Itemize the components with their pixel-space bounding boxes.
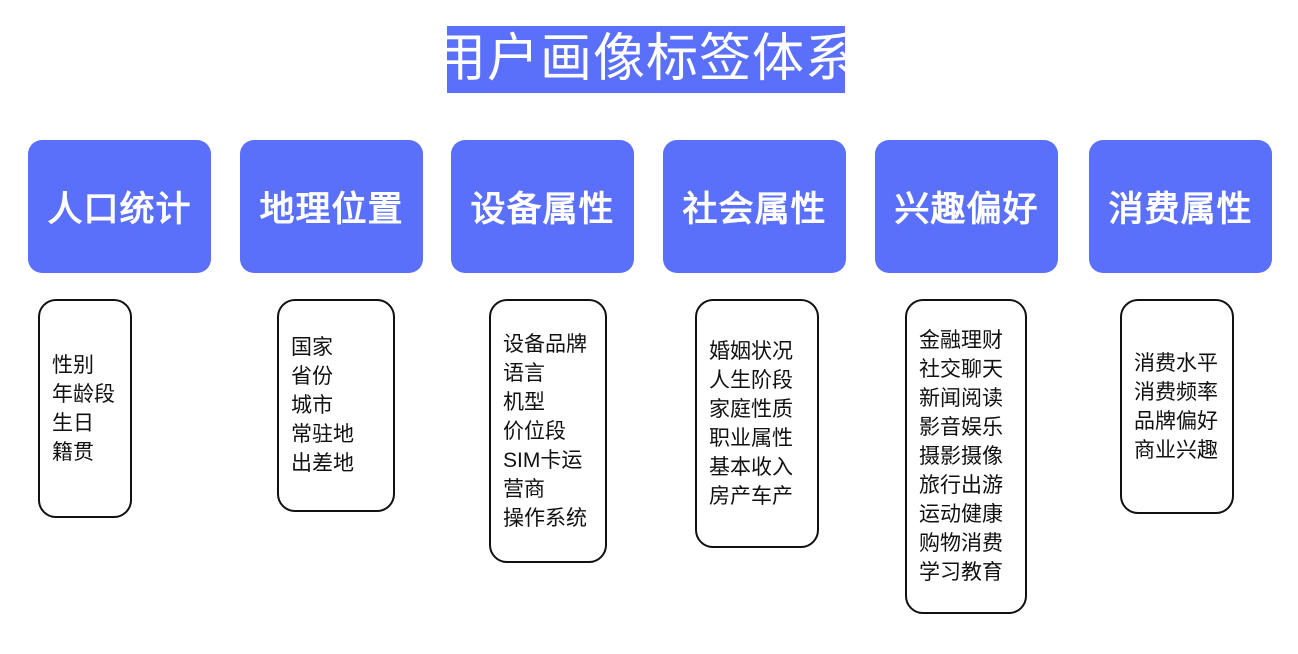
category-items-box-3: 婚姻状况 人生阶段 家庭性质 职业属性 基本收入 房产车产 — [695, 299, 819, 548]
list-item: 生日 — [52, 411, 94, 435]
category-item-list-2: 设备品牌 语言 机型 价位段 SIM卡运营商 操作系统 — [503, 330, 593, 533]
category-header-3[interactable]: 社会属性 — [663, 140, 846, 273]
category-header-label-5: 消费属性 — [1108, 190, 1253, 229]
category-item-list-3: 婚姻状况 人生阶段 家庭性质 职业属性 基本收入 房产车产 — [709, 337, 805, 511]
list-item: SIM卡运营商 — [503, 448, 583, 501]
category-items-box-5: 消费水平 消费频率 品牌偏好 商业兴趣 — [1120, 299, 1234, 514]
list-item: 人生阶段 — [709, 368, 793, 392]
category-header-label-0: 人口统计 — [47, 190, 192, 229]
list-item: 新闻阅读 — [919, 387, 1003, 410]
list-item: 常驻地 — [291, 423, 354, 446]
list-item: 消费频率 — [1134, 380, 1218, 404]
category-column-0: 人口统计 性别 年龄段 生日 籍贯 — [28, 140, 211, 518]
category-header-label-2: 设备属性 — [470, 190, 615, 229]
page-title: 用户画像标签体系 — [434, 30, 859, 88]
list-item: 商业兴趣 — [1134, 438, 1218, 462]
list-item: 学习教育 — [919, 561, 1003, 584]
list-item: 性别 — [52, 353, 94, 377]
list-item: 家庭性质 — [709, 397, 793, 421]
list-item: 城市 — [291, 394, 333, 417]
category-items-box-4: 金融理财 社交聊天 新闻阅读 影音娱乐 摄影摄像 旅行出游 运动健康 购物消费 … — [905, 299, 1027, 614]
category-items-box-1: 国家 省份 城市 常驻地 出差地 — [277, 299, 395, 512]
category-column-1: 地理位置 国家 省份 城市 常驻地 出差地 — [240, 140, 423, 512]
category-header-label-3: 社会属性 — [682, 190, 827, 229]
list-item: 出差地 — [291, 452, 354, 475]
list-item: 国家 — [291, 336, 333, 359]
list-item: 购物消费 — [919, 532, 1003, 555]
list-item: 年龄段 — [52, 382, 115, 406]
category-header-label-4: 兴趣偏好 — [894, 190, 1039, 229]
category-item-list-0: 性别 年龄段 生日 籍贯 — [52, 351, 118, 467]
list-item: 机型 — [503, 390, 545, 414]
list-item: 省份 — [291, 365, 333, 388]
list-item: 金融理财 — [919, 329, 1003, 352]
category-column-4: 兴趣偏好 金融理财 社交聊天 新闻阅读 影音娱乐 摄影摄像 旅行出游 运动健康 … — [875, 140, 1058, 614]
list-item: 职业属性 — [709, 426, 793, 450]
list-item: 房产车产 — [709, 484, 793, 508]
category-column-3: 社会属性 婚姻状况 人生阶段 家庭性质 职业属性 基本收入 房产车产 — [663, 140, 846, 548]
category-item-list-5: 消费水平 消费频率 品牌偏好 商业兴趣 — [1134, 349, 1220, 465]
category-header-5[interactable]: 消费属性 — [1089, 140, 1272, 273]
list-item: 摄影摄像 — [919, 445, 1003, 468]
category-header-4[interactable]: 兴趣偏好 — [875, 140, 1058, 273]
list-item: 语言 — [503, 361, 545, 385]
list-item: 价位段 — [503, 419, 566, 443]
list-item: 品牌偏好 — [1134, 409, 1218, 433]
category-column-2: 设备属性 设备品牌 语言 机型 价位段 SIM卡运营商 操作系统 — [451, 140, 634, 563]
list-item: 社交聊天 — [919, 358, 1003, 381]
category-item-list-4: 金融理财 社交聊天 新闻阅读 影音娱乐 摄影摄像 旅行出游 运动健康 购物消费 … — [919, 326, 1013, 587]
list-item: 旅行出游 — [919, 474, 1003, 497]
list-item: 消费水平 — [1134, 351, 1218, 375]
list-item: 设备品牌 — [503, 332, 587, 356]
category-items-box-2: 设备品牌 语言 机型 价位段 SIM卡运营商 操作系统 — [489, 299, 607, 563]
category-header-1[interactable]: 地理位置 — [240, 140, 423, 273]
list-item: 籍贯 — [52, 440, 94, 464]
list-item: 基本收入 — [709, 455, 793, 479]
category-header-2[interactable]: 设备属性 — [451, 140, 634, 273]
category-column-5: 消费属性 消费水平 消费频率 品牌偏好 商业兴趣 — [1089, 140, 1272, 514]
diagram-title-band: 用户画像标签体系 — [434, 26, 857, 93]
list-item: 操作系统 — [503, 506, 587, 530]
list-item: 婚姻状况 — [709, 339, 793, 363]
list-item: 运动健康 — [919, 503, 1003, 526]
category-header-label-1: 地理位置 — [259, 190, 404, 229]
category-header-0[interactable]: 人口统计 — [28, 140, 211, 273]
category-items-box-0: 性别 年龄段 生日 籍贯 — [38, 299, 132, 518]
list-item: 影音娱乐 — [919, 416, 1003, 439]
category-item-list-1: 国家 省份 城市 常驻地 出差地 — [291, 333, 381, 478]
